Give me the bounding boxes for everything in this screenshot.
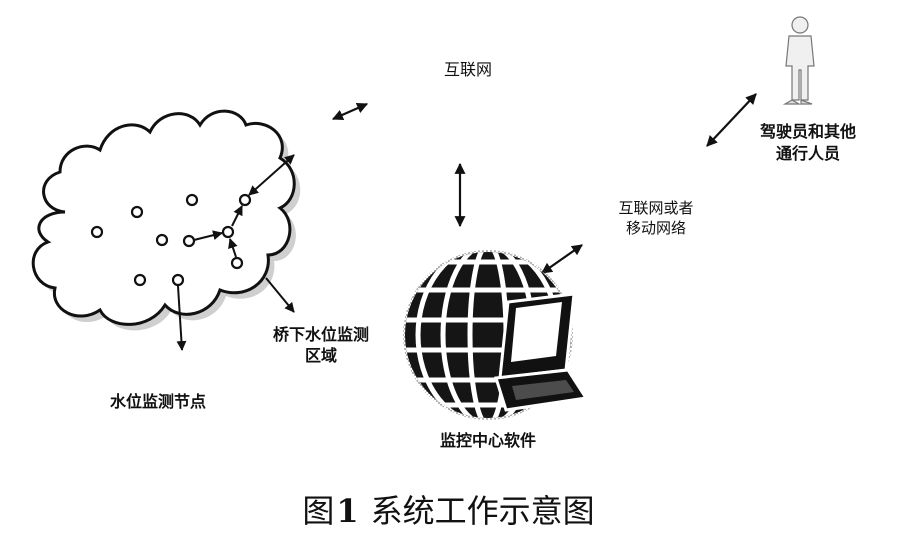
sensor-node-icon — [155, 233, 169, 247]
sensor-node-icon — [133, 273, 147, 287]
sensor-node-icon — [130, 205, 144, 219]
bridge-area-label: 桥下水位监测 区域 — [256, 325, 386, 365]
node-label: 水位监测节点 — [110, 392, 207, 411]
sensor-node-icon — [171, 273, 185, 287]
network-label-line2: 移动网络 — [625, 219, 686, 237]
node-pointer-arrow — [176, 285, 187, 351]
driver-label-line2: 通行人员 — [775, 144, 840, 164]
sensor-node-icon — [230, 256, 244, 270]
caption-number: 1 — [336, 492, 359, 530]
relay-arrow — [231, 205, 243, 227]
bridge-area-label-line2: 区域 — [304, 346, 337, 366]
caption-text: 系统工作示意图 — [370, 492, 595, 530]
sensor-node-icon — [238, 193, 252, 207]
double-arrow-icon — [706, 93, 757, 147]
bridge-area-label-line1: 桥下水位监测 — [272, 325, 369, 344]
uplink-arrow — [248, 154, 295, 196]
driver-label-line1: 驾驶员和其他 — [759, 122, 856, 141]
double-arrow-icon — [331, 102, 369, 121]
caption-prefix: 图 — [302, 492, 335, 530]
relay-arrow — [193, 230, 223, 241]
cloud-icon — [31, 109, 301, 331]
area-pointer-arrow — [265, 277, 295, 313]
software-label: 监控中心软件 — [440, 431, 537, 450]
driver-label: 驾驶员和其他 通行人员 — [748, 122, 868, 163]
network-label-line1: 互联网或者 — [618, 199, 694, 217]
sensor-node-icon — [221, 225, 235, 239]
internet-label: 互联网 — [443, 60, 492, 79]
sensor-node-icon — [90, 225, 104, 239]
sensor-node-icon — [182, 234, 196, 248]
relay-arrow — [228, 238, 238, 258]
network-label: 互联网或者 移动网络 — [606, 199, 706, 237]
figure-caption: 图1 系统工作示意图 — [0, 486, 897, 532]
sensor-node-icon — [185, 193, 199, 207]
double-arrow-icon — [541, 244, 583, 274]
globe-laptop-icon — [403, 250, 589, 420]
person-icon — [782, 16, 815, 105]
